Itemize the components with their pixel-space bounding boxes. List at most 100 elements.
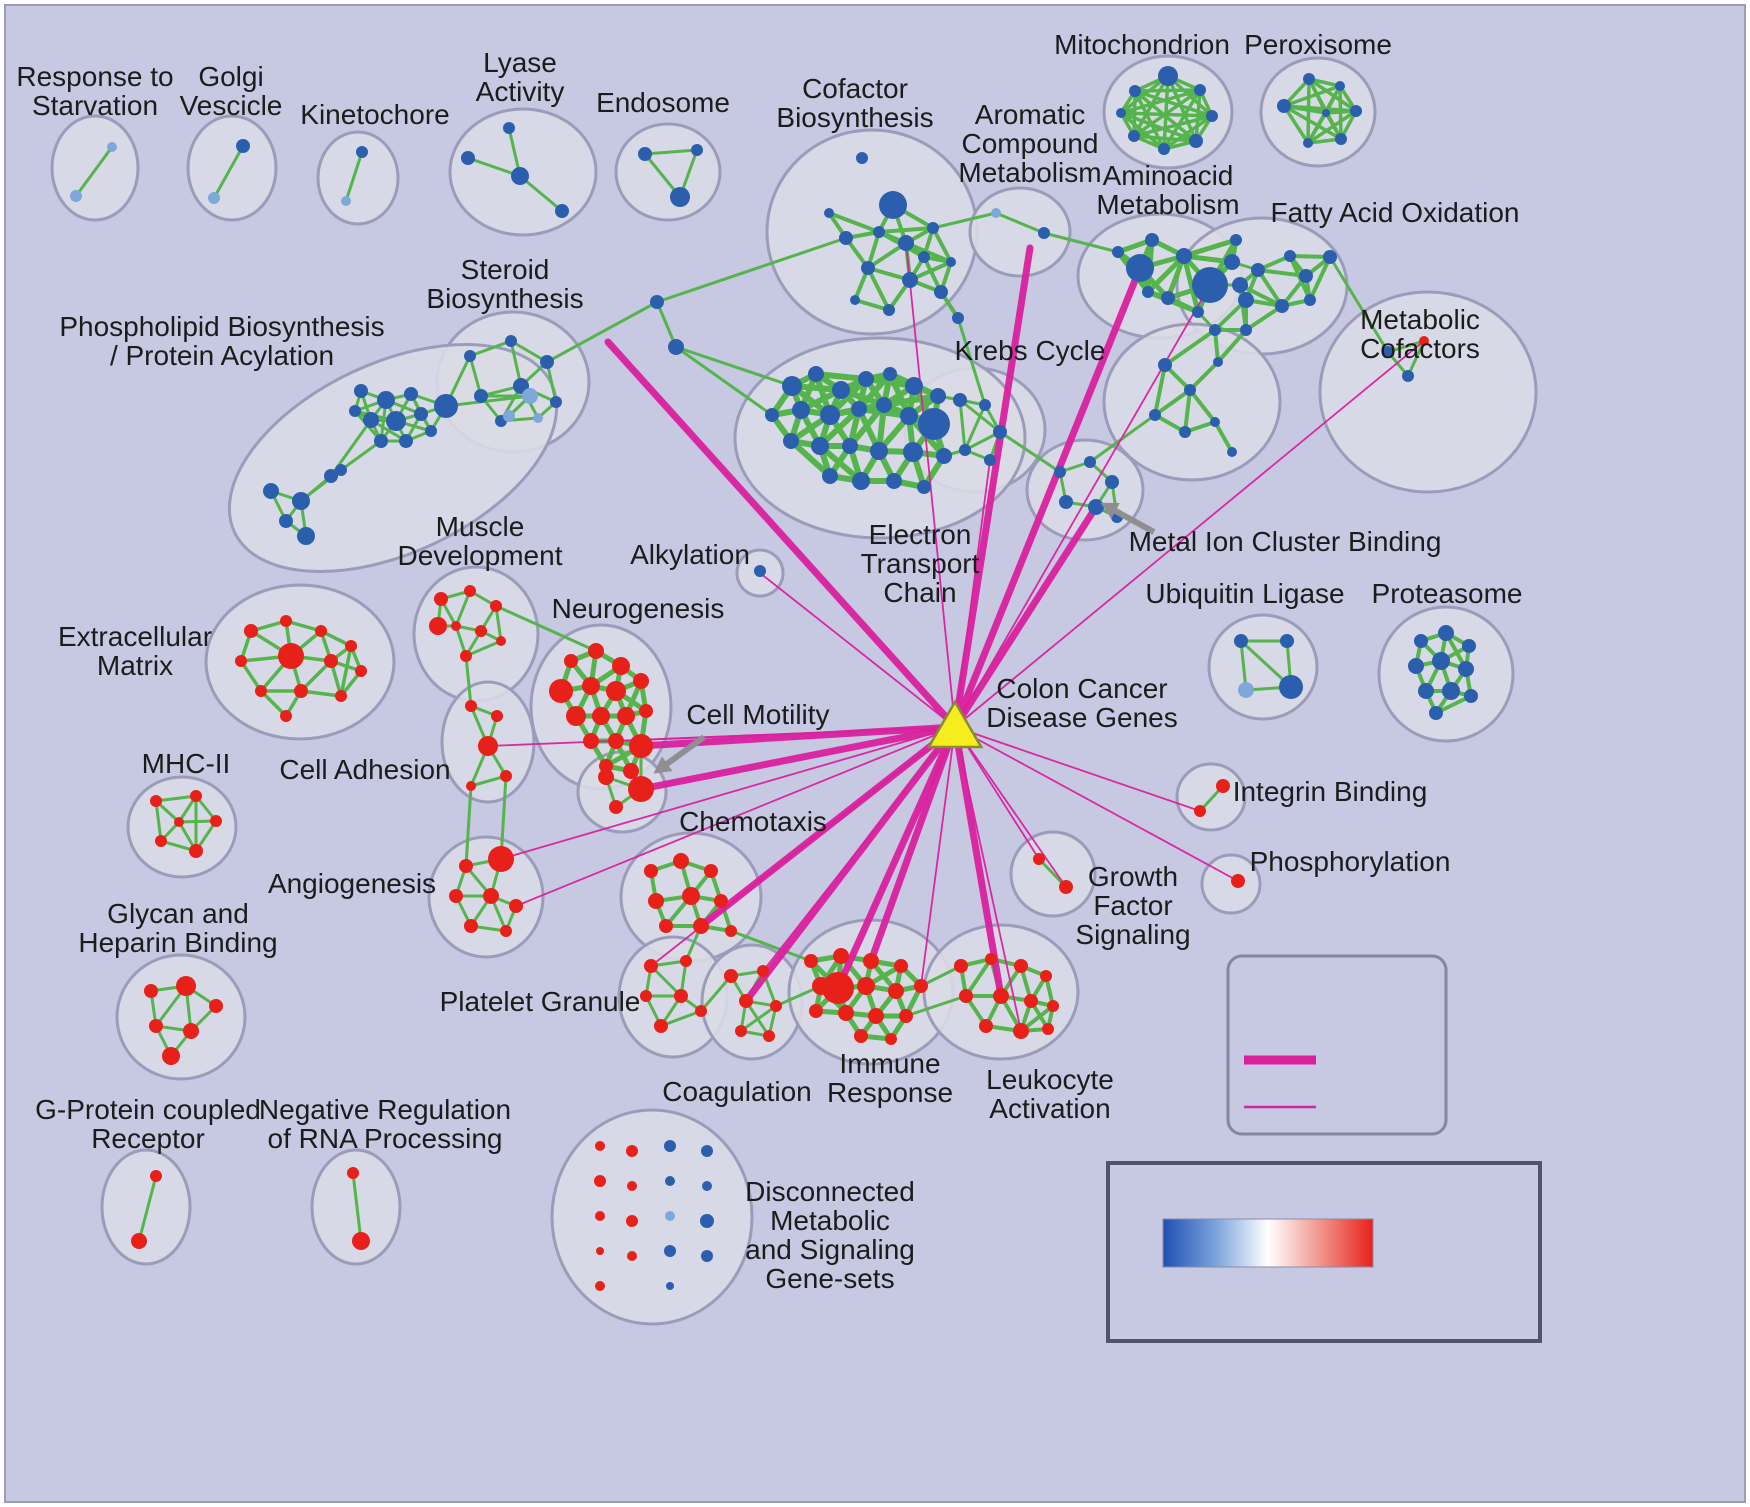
layer-legend bbox=[1106, 954, 1542, 1343]
bubble-disconnected-genesets bbox=[550, 1108, 754, 1326]
geneset-node-leukocyte-activation bbox=[1024, 994, 1038, 1008]
geneset-node-neurogenesis bbox=[633, 673, 649, 689]
bubble-glycan-heparin bbox=[115, 953, 247, 1081]
geneset-node-electron-transport bbox=[903, 442, 923, 462]
geneset-node-angiogenesis bbox=[500, 925, 512, 937]
label-endosome: Endosome bbox=[596, 87, 730, 118]
geneset-node-electron-transport bbox=[870, 442, 888, 460]
edge-cofactor-biosynthesis bbox=[877, 226, 935, 234]
geneset-node-electron-transport bbox=[886, 473, 902, 489]
overlap-edge-moderate bbox=[954, 726, 1022, 1032]
geneset-node-disconnected-genesets bbox=[664, 1245, 676, 1257]
geneset-node-coagulation bbox=[735, 1025, 747, 1037]
overlap-edge-high bbox=[951, 264, 1144, 731]
geneset-node-immune-response bbox=[899, 1009, 913, 1023]
geneset-node-phospholipid-biosynthesis bbox=[263, 483, 279, 499]
geneset-node-coagulation bbox=[739, 994, 753, 1008]
geneset-node-response-starvation bbox=[107, 142, 117, 152]
edge-mhc-ii bbox=[177, 819, 218, 824]
edge-ubiquitin-ligase bbox=[1239, 639, 1248, 692]
geneset-node-disconnected-genesets bbox=[594, 1175, 606, 1187]
geneset-node-integrin-binding bbox=[1194, 805, 1206, 817]
geneset-node-metal-ion-binding bbox=[1054, 466, 1066, 478]
geneset-node-mhc-ii bbox=[155, 835, 167, 847]
geneset-node-cofactor-biosynthesis bbox=[927, 222, 939, 234]
geneset-node-extracellular-matrix bbox=[355, 665, 367, 677]
edge-metabolic-cofactors bbox=[1406, 339, 1426, 378]
callout-arrow bbox=[1110, 506, 1156, 535]
geneset-node-angiogenesis bbox=[509, 899, 523, 913]
geneset-node-electron-transport bbox=[876, 397, 892, 413]
geneset-node-muscle-development bbox=[429, 617, 447, 635]
geneset-node-mhc-ii bbox=[210, 815, 222, 827]
geneset-node-disconnected-genesets bbox=[627, 1251, 637, 1261]
edge-connectors bbox=[655, 300, 678, 349]
geneset-node-phospholipid-biosynthesis bbox=[434, 394, 458, 418]
geneset-node-fatty-acid-oxidation bbox=[1209, 324, 1221, 336]
geneset-node-glycan-heparin bbox=[209, 999, 223, 1013]
edge-peroxisome bbox=[1282, 104, 1328, 115]
geneset-node-disconnected-genesets bbox=[596, 1247, 604, 1255]
geneset-node-lyase-activity bbox=[555, 204, 569, 218]
geneset-node-glycan-heparin bbox=[144, 984, 158, 998]
geneset-node-glycan-heparin bbox=[183, 1023, 199, 1039]
geneset-node-muscle-development bbox=[460, 650, 472, 662]
geneset-node-proteasome bbox=[1438, 625, 1454, 641]
geneset-node-cell-adhesion bbox=[491, 710, 503, 722]
geneset-node-alkylation bbox=[754, 565, 766, 577]
edge-peroxisome bbox=[1306, 77, 1311, 145]
geneset-node-chemotaxis bbox=[704, 864, 718, 878]
overlap-legend-box bbox=[1226, 954, 1448, 1136]
edge-krebs-cycle bbox=[963, 403, 987, 452]
geneset-node-coagulation bbox=[770, 1000, 782, 1012]
geneset-node-fatty-acid-oxidation bbox=[1179, 426, 1191, 438]
intercluster-edge bbox=[931, 211, 998, 230]
geneset-node-growth-factor bbox=[1033, 853, 1045, 865]
geneset-node-fatty-acid-oxidation bbox=[1323, 250, 1337, 264]
geneset-node-disconnected-genesets bbox=[626, 1215, 638, 1227]
geneset-node-metal-ion-binding bbox=[1088, 499, 1104, 515]
edge-electron-transport bbox=[881, 393, 941, 408]
geneset-node-disconnected-genesets bbox=[666, 1282, 674, 1290]
overlap-edge-moderate bbox=[515, 726, 956, 907]
geneset-node-metabolic-cofactors bbox=[1402, 370, 1414, 382]
geneset-node-cell-motility bbox=[598, 769, 614, 785]
geneset-node-fatty-acid-oxidation bbox=[1240, 324, 1252, 336]
geneset-node-disconnected-genesets bbox=[664, 1140, 676, 1152]
geneset-node-fatty-acid-oxidation bbox=[1238, 292, 1254, 308]
geneset-node-leukocyte-activation bbox=[1013, 1023, 1029, 1039]
overlap-edge-moderate bbox=[759, 572, 956, 728]
edge-kinetochore bbox=[344, 150, 364, 203]
geneset-node-platelet-granule bbox=[680, 955, 692, 967]
edge-mitochondrion bbox=[1119, 111, 1214, 118]
geneset-node-proteasome bbox=[1414, 634, 1428, 648]
geneset-node-krebs-cycle bbox=[959, 444, 971, 456]
intercluster-edge bbox=[1328, 255, 1390, 354]
geneset-node-fatty-acid-oxidation bbox=[1284, 250, 1296, 262]
geneset-node-mitochondrion bbox=[1158, 143, 1170, 155]
geneset-node-angiogenesis bbox=[488, 846, 514, 872]
geneset-node-immune-response bbox=[888, 983, 904, 999]
geneset-node-steroid-biosynthesis bbox=[464, 350, 476, 362]
geneset-node-aromatic-compound bbox=[1038, 227, 1050, 239]
geneset-node-proteasome bbox=[1429, 706, 1443, 720]
geneset-node-peroxisome bbox=[1277, 99, 1291, 113]
geneset-node-kinetochore bbox=[341, 196, 351, 206]
geneset-node-phospholipid-biosynthesis bbox=[354, 384, 368, 398]
geneset-node-aminoacid-metabolism bbox=[1230, 234, 1242, 246]
geneset-node-krebs-cycle bbox=[993, 425, 1007, 439]
intercluster-edge bbox=[674, 345, 794, 388]
geneset-node-chemotaxis bbox=[714, 894, 728, 908]
edge-fatty-acid-oxidation bbox=[1163, 328, 1217, 367]
geneset-node-platelet-granule bbox=[644, 959, 658, 973]
geneset-node-electron-transport bbox=[930, 388, 946, 404]
geneset-node-lyase-activity bbox=[511, 167, 529, 185]
geneset-node-fatty-acid-oxidation bbox=[1149, 409, 1161, 421]
geneset-node-proteasome bbox=[1462, 639, 1476, 653]
edge-aminoacid-metabolism bbox=[1181, 253, 1201, 315]
intercluster-edge bbox=[998, 430, 1062, 474]
